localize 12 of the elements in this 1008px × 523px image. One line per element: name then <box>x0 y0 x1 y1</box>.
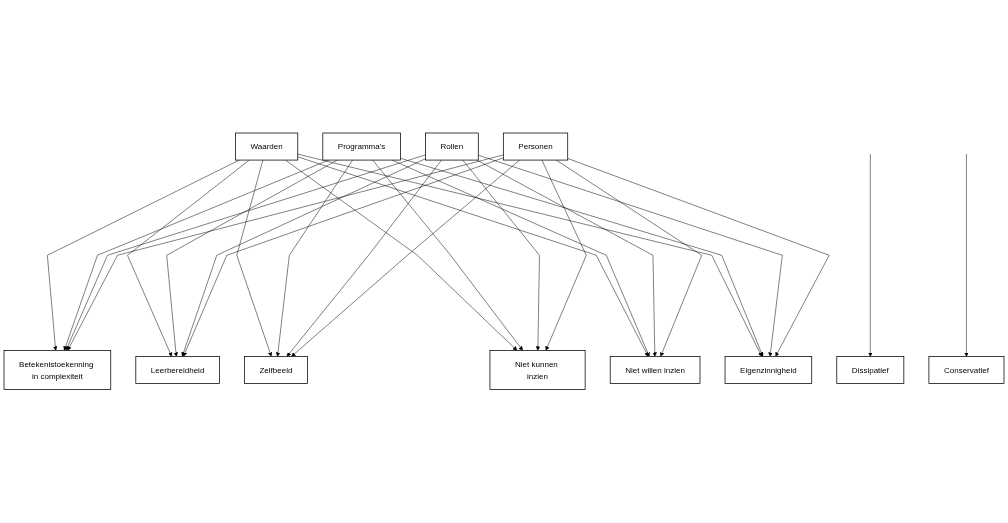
node-box: Leerbereidheid <box>135 356 220 385</box>
node-box: Betekenistoekenning in complexiteit <box>3 350 112 391</box>
node-box: Eigenzinnigheid <box>724 356 813 385</box>
node-box: Rollen <box>425 132 479 161</box>
node-box: Waarden <box>235 132 299 161</box>
node-box: Programma’s <box>322 132 401 161</box>
node-box: Niet willen inzien <box>609 356 701 385</box>
node-box: Zelfbeeld <box>244 356 308 385</box>
node-box: Conservatief <box>928 356 1005 385</box>
node-box: Niet kunnen inzien <box>489 350 586 391</box>
node-box: Dissipatief <box>836 356 905 385</box>
node-box: Personen <box>502 132 569 161</box>
